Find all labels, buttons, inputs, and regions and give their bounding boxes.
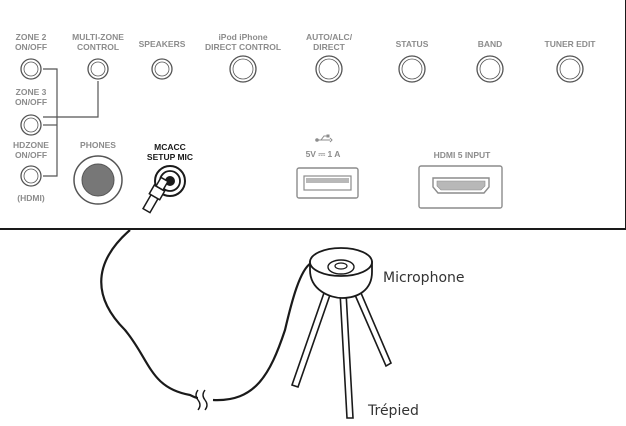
- ipod-direct-button-inner: [232, 58, 254, 80]
- cable-break-mark-1: [195, 389, 201, 411]
- band-label: BAND: [478, 39, 503, 49]
- auto-label-2: DIRECT: [313, 42, 345, 52]
- usb-rating-label: 5V ⎓ 1 A: [306, 149, 341, 159]
- speakers-button-inner: [154, 61, 170, 77]
- microphone: [290, 247, 393, 419]
- hdmi5-label: HDMI 5 INPUT: [434, 150, 491, 160]
- usb-icon: [315, 134, 333, 143]
- phones-jack[interactable]: [81, 163, 115, 197]
- microphone-callout: Microphone: [383, 270, 465, 286]
- tripod-leg-right: [350, 285, 393, 368]
- zone3-button-inner: [23, 117, 39, 133]
- status-label: STATUS: [396, 39, 429, 49]
- zone2-label-2: ON/OFF: [15, 42, 47, 52]
- tripod-leg-left: [290, 288, 333, 389]
- cable-right-segment: [212, 262, 312, 402]
- cable-left-segment: [100, 229, 199, 400]
- phones-label: PHONES: [80, 140, 116, 150]
- multizone-label-2: CONTROL: [77, 42, 119, 52]
- ipod-label-1: iPod iPhone: [218, 32, 267, 42]
- mic-cable: [100, 176, 312, 411]
- usb-port-contacts: [306, 178, 349, 183]
- hdzone-button-inner: [23, 168, 39, 184]
- ipod-label-2: DIRECT CONTROL: [205, 42, 281, 52]
- tuner-edit-button-inner: [559, 58, 581, 80]
- hdzone-label-2: ON/OFF: [15, 150, 47, 160]
- hdzone-label-1: HDZONE: [13, 140, 49, 150]
- front-panel: ZONE 2 ON/OFF MULTI-ZONE CONTROL SPEAKER…: [0, 0, 626, 230]
- microphone-capsule-center: [334, 262, 348, 270]
- mcacc-label-2: SETUP MIC: [147, 152, 193, 162]
- cable-break-mark-2: [202, 389, 208, 411]
- zone3-label-2: ON/OFF: [15, 97, 47, 107]
- band-button-inner: [479, 58, 501, 80]
- mcacc-label-1: MCACC: [154, 142, 186, 152]
- tuner-edit-label: TUNER EDIT: [545, 39, 597, 49]
- auto-label-1: AUTO/ALC/: [306, 32, 353, 42]
- zone-bracket: [43, 68, 99, 177]
- multizone-label-1: MULTI-ZONE: [72, 32, 124, 42]
- zone2-label-1: ZONE 2: [16, 32, 47, 42]
- hdmi5-port-contacts: [436, 180, 486, 191]
- zone2-button-inner: [23, 61, 39, 77]
- status-button-inner: [401, 58, 423, 80]
- zone3-label-1: ZONE 3: [16, 87, 47, 97]
- speakers-label: SPEAKERS: [139, 39, 186, 49]
- auto-alc-direct-button-inner: [318, 58, 340, 80]
- multizone-button-inner: [90, 61, 106, 77]
- hdmi-note-label: (HDMI): [17, 193, 45, 203]
- mic-plug: [142, 176, 169, 214]
- tripod-leg-center: [339, 291, 354, 419]
- tripod-callout: Trépied: [367, 403, 419, 419]
